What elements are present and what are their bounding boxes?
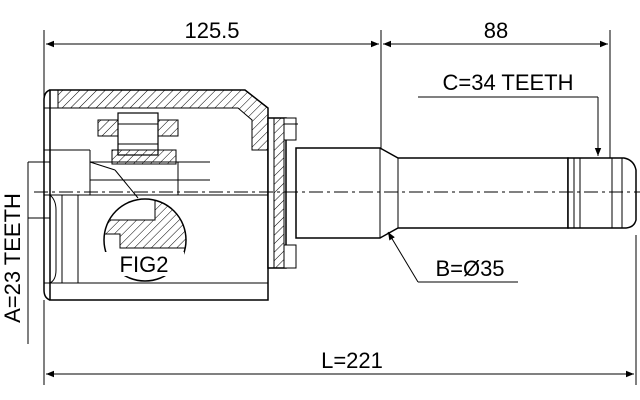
dimension-top-right: 88 xyxy=(383,18,611,160)
dimension-total-length: L=221 xyxy=(43,235,637,385)
flange xyxy=(267,117,298,269)
spline-c-label: C=34 TEETH xyxy=(442,70,573,95)
dimension-top-right-label: 88 xyxy=(484,18,508,43)
shaft-b-label: B=Ø35 xyxy=(435,256,504,281)
detail-fig2-label: FIG2 xyxy=(120,252,169,277)
callout-shaft-b: B=Ø35 xyxy=(387,231,518,283)
detail-fig2: FIG2 xyxy=(103,198,187,282)
dimension-top-left-label: 125.5 xyxy=(184,18,239,43)
shaft xyxy=(295,147,569,239)
callout-spline-c: C=34 TEETH xyxy=(418,70,602,156)
dimension-top-left: 125.5 xyxy=(43,18,382,155)
spider-assembly xyxy=(89,112,210,199)
spline-a-label: A=23 TEETH xyxy=(0,193,25,323)
dimension-total-length-label: L=221 xyxy=(321,348,383,373)
spline-end xyxy=(567,157,637,229)
dimension-spline-a: A=23 TEETH xyxy=(0,161,90,344)
